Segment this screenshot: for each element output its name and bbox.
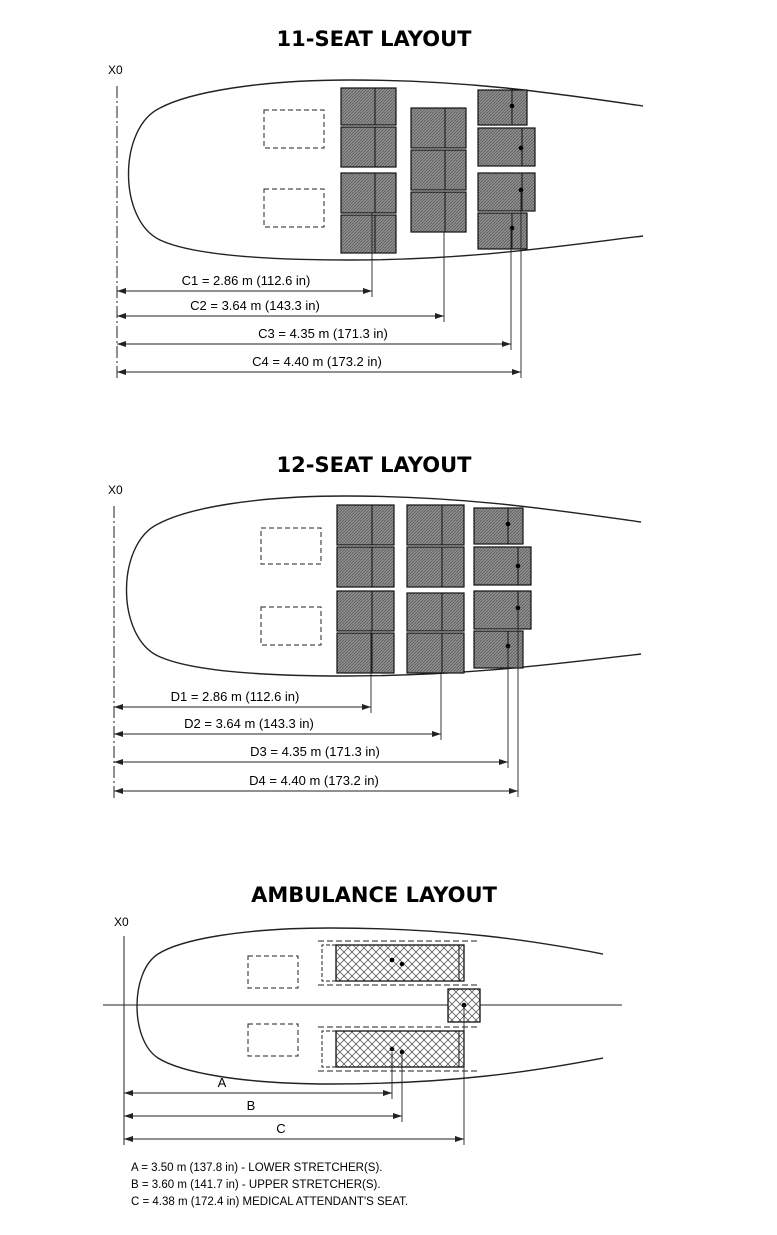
seat-row-1 [340, 87, 397, 254]
dimension-label: D1 = 2.86 m (112.6 in) [171, 689, 300, 704]
dimension-c2: C2 = 3.64 m (143.3 in) [117, 232, 445, 322]
dimension-label: D3 = 4.35 m (171.3 in) [250, 744, 380, 759]
dimension-label: C2 = 3.64 m (143.3 in) [190, 298, 320, 313]
dimension-c4: C4 = 4.40 m (173.2 in) [117, 190, 522, 378]
datum-label: X0 [108, 63, 123, 77]
dimension-c: C [124, 1005, 465, 1145]
layout-title: AMBULANCE LAYOUT [251, 883, 497, 907]
seat [473, 630, 524, 669]
stretcher-reference-point [389, 957, 395, 963]
seat [406, 504, 465, 546]
seat [406, 632, 465, 674]
fuselage-outline [136, 927, 604, 1085]
cockpit-seat-right [260, 606, 322, 646]
cockpit-seat-right [247, 1023, 299, 1057]
seat-reference-point [505, 521, 511, 527]
seat [477, 89, 528, 126]
seat [336, 632, 395, 674]
upper-stretcher [318, 940, 480, 986]
seat [477, 127, 536, 167]
datum-label: X0 [114, 915, 129, 929]
seat [477, 212, 528, 250]
seat [336, 546, 395, 588]
note-line: B = 3.60 m (141.7 in) - UPPER STRETCHER(… [131, 1179, 381, 1191]
cockpit-seat-right [263, 188, 325, 228]
fuselage-outline [127, 79, 644, 261]
layout-title: 12-SEAT LAYOUT [277, 453, 473, 477]
dimension-label: A [218, 1075, 227, 1090]
cockpit-seat-left [263, 109, 325, 149]
layout-12-seat: 12-SEAT LAYOUT X0 [108, 453, 642, 800]
seat-row-3 [473, 507, 532, 669]
seat-reference-point [518, 145, 524, 151]
layout-11-seat: 11-SEAT LAYOUT X0 [108, 27, 644, 380]
seat [336, 590, 395, 632]
stretcher-reference-point [399, 961, 405, 967]
seat-row-2 [406, 504, 465, 674]
stretcher [335, 1030, 465, 1068]
dimension-label: C [276, 1121, 285, 1136]
cockpit-seat-left [247, 955, 299, 989]
seat [406, 546, 465, 588]
dimension-label: C3 = 4.35 m (171.3 in) [258, 326, 388, 341]
seat [473, 507, 524, 545]
dimension-a: A [124, 1052, 393, 1099]
seat [410, 107, 467, 149]
seat [340, 214, 397, 254]
cockpit-seat-left [260, 527, 322, 565]
note-line: C = 4.38 m (172.4 in) MEDICAL ATTENDANT'… [131, 1196, 408, 1208]
seat [477, 172, 536, 212]
dimension-d2: D2 = 3.64 m (143.3 in) [114, 673, 442, 740]
seat [340, 172, 397, 214]
dimension-label: D4 = 4.40 m (173.2 in) [249, 773, 379, 788]
layout-title: 11-SEAT LAYOUT [277, 27, 473, 51]
seat [340, 126, 397, 168]
datum-label: X0 [108, 483, 123, 497]
lower-stretcher [318, 1026, 480, 1072]
dimension-label: C1 = 2.86 m (112.6 in) [182, 273, 311, 288]
stretcher-reference-point [389, 1046, 395, 1052]
fuselage-outline [125, 495, 642, 677]
dimension-d1: D1 = 2.86 m (112.6 in) [114, 631, 372, 713]
seat [340, 87, 397, 126]
seat [410, 191, 467, 233]
dimension-c3: C3 = 4.35 m (171.3 in) [117, 228, 512, 350]
seat [473, 546, 532, 586]
seat-row-1 [336, 504, 395, 674]
seat-row-3 [477, 89, 536, 250]
layout-ambulance: AMBULANCE LAYOUT X0 [103, 883, 622, 1208]
seat [406, 592, 465, 632]
seat-row-2 [410, 107, 467, 233]
seat-reference-point [509, 103, 515, 109]
dimension-label: D2 = 3.64 m (143.3 in) [184, 716, 314, 731]
seat [336, 504, 395, 546]
dimension-d4: D4 = 4.40 m (173.2 in) [114, 608, 519, 797]
dimension-label: B [247, 1098, 256, 1113]
seat [473, 590, 532, 630]
dimension-d3: D3 = 4.35 m (171.3 in) [114, 646, 509, 768]
dimension-label: C4 = 4.40 m (173.2 in) [252, 354, 382, 369]
dimension-c1: C1 = 2.86 m (112.6 in) [117, 213, 373, 297]
dimension-b: B [124, 1049, 403, 1122]
seat-reference-point [515, 563, 521, 569]
seat-reference-point [509, 225, 515, 231]
seat [410, 149, 467, 191]
note-line: A = 3.50 m (137.8 in) - LOWER STRETCHER(… [131, 1162, 382, 1174]
dimension-notes: A = 3.50 m (137.8 in) - LOWER STRETCHER(… [131, 1162, 408, 1208]
